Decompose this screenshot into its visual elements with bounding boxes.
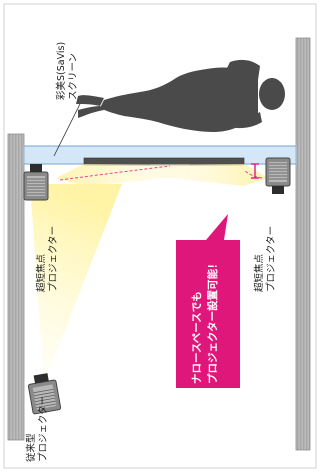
conventional-label-line1: 従来型: [25, 433, 37, 462]
screen-label-line2: スクリーン: [68, 53, 79, 100]
distance-marker: [251, 163, 259, 179]
conventional-label-line2: プロジェクター: [38, 396, 49, 462]
dashed-throw-left: [59, 165, 171, 181]
ust-right-label: 超短焦点 プロジェクター: [253, 226, 277, 292]
projector-icon: [27, 373, 62, 415]
left-wall: [7, 133, 25, 441]
dashed-throw-right: [243, 169, 263, 179]
person-silhouette-icon: [76, 59, 285, 132]
callout-line1: ナロースペースでも: [191, 291, 203, 384]
ust-right-label-line2: プロジェクター: [266, 226, 277, 292]
right-wall: [295, 37, 311, 451]
conventional-label: 従来型 プロジェクター: [25, 396, 49, 462]
projector-icon: [23, 164, 49, 201]
screen-leader-line: [53, 103, 81, 157]
conventional-beam: [30, 184, 122, 384]
screen-label: 彩美S(SaVis) スクリーン: [55, 42, 79, 100]
ust-right-label-line1: 超短焦点: [253, 253, 265, 292]
ust-left-label: 超短焦点 プロジェクター: [35, 226, 59, 292]
outer-frame: [3, 3, 317, 469]
callout-badge: ナロースペースでも プロジェクター設置可能！: [176, 214, 240, 388]
ust-right-beam: [150, 164, 268, 186]
ust-left-label-line2: プロジェクター: [48, 226, 59, 292]
callout-line2: プロジェクター設置可能！: [206, 258, 219, 384]
screen-panel: [83, 157, 245, 166]
projector-icon: [265, 157, 291, 194]
ust-left-label-line1: 超短焦点: [35, 253, 47, 292]
screen-label-line1: 彩美S(SaVis): [55, 42, 67, 100]
